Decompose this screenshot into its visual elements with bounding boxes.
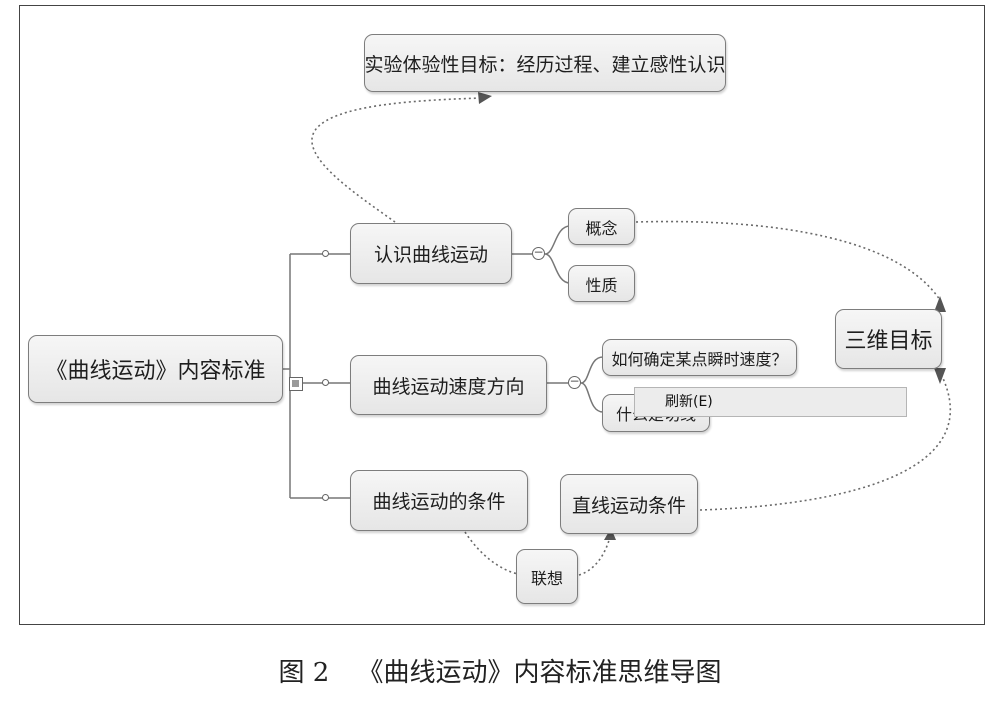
branch1-anchor-dot	[322, 250, 329, 257]
branch2-children-connector	[547, 356, 604, 413]
branch2-collapse-toggle[interactable]: −	[568, 374, 581, 389]
child-concept[interactable]: 概念	[568, 208, 635, 245]
branch2-anchor-dot	[322, 379, 329, 386]
context-menu-refresh[interactable]: 刷新(E)	[634, 387, 907, 417]
arrow-straight	[604, 528, 616, 540]
arrow-goal-lower	[934, 368, 946, 384]
straight-line-condition-node[interactable]: 直线运动条件	[560, 474, 698, 534]
top-goal-node[interactable]: 实验体验性目标：经历过程、建立感性认识	[364, 34, 726, 92]
root-node[interactable]: 《曲线运动》内容标准	[28, 335, 283, 403]
figure-caption: 图 2 《曲线运动》内容标准思维导图	[0, 652, 1000, 689]
three-dimensional-goals-node[interactable]: 三维目标	[835, 309, 942, 369]
root-connector	[282, 253, 326, 499]
link-conditions-to-association	[464, 531, 519, 575]
link-straight-to-goal	[699, 371, 952, 511]
arrow-goal-upper	[934, 296, 946, 312]
association-node[interactable]: 联想	[516, 549, 578, 604]
child-instant-velocity[interactable]: 如何确定某点瞬时速度？	[602, 339, 797, 376]
branch-velocity-direction[interactable]: 曲线运动速度方向	[350, 355, 547, 415]
root-collapse-toggle[interactable]	[289, 377, 303, 391]
branch1-collapse-toggle[interactable]: −	[532, 245, 545, 260]
branch-conditions[interactable]: 曲线运动的条件	[350, 470, 528, 531]
link-association-to-straight	[578, 536, 611, 576]
link-to-top-goal	[311, 97, 483, 223]
arrow-top-goal	[478, 92, 492, 104]
branch3-anchor-dot	[322, 494, 329, 501]
figure-number: 图 2	[278, 658, 330, 688]
branch-recognize-curve-motion[interactable]: 认识曲线运动	[350, 223, 512, 284]
branch1-children-connector	[512, 225, 571, 284]
figure-title: 《曲线运动》内容标准思维导图	[357, 658, 722, 688]
link-concept-to-goal	[635, 220, 941, 301]
child-property[interactable]: 性质	[568, 265, 635, 302]
